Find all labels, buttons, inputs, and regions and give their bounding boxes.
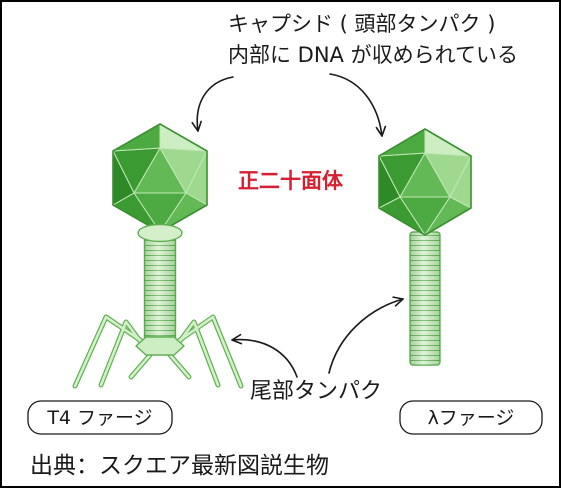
t4-tail-fiber: [73, 315, 145, 388]
lambda-tail-tube-shading: [410, 232, 440, 365]
capsid-label-title: キャプシド ( 頭部タンパク ): [228, 12, 495, 36]
capsid-arrow-right: [329, 73, 387, 137]
t4-tail-fiber: [172, 320, 220, 387]
icosahedron-label: 正二十面体: [238, 169, 344, 193]
t4-tail-fibers: [72, 314, 244, 389]
lambda-phage: [378, 128, 472, 366]
tail-arrow-left: [231, 333, 298, 378]
t4-baseplate: [135, 336, 185, 356]
t4-phage-label-text: T4 ファージ: [46, 407, 152, 429]
t4-phage: [72, 123, 244, 389]
tail-arrow-right: [328, 296, 404, 374]
lambda-head: [378, 128, 472, 236]
t4-head: [112, 123, 208, 233]
lambda-phage-label: λファージ: [399, 400, 543, 435]
t4-phage-label-box: [27, 400, 173, 435]
source-credit: 出典：スクエア最新図説生物: [30, 453, 329, 479]
t4-tail-fiber: [129, 353, 152, 379]
capsid-label-detail: 内部に DNA が収められている: [228, 43, 518, 67]
tail-protein-label: 尾部タンパク: [250, 379, 382, 404]
t4-phage-label: T4 ファージ: [27, 400, 173, 435]
capsid-arrow-left: [191, 76, 234, 132]
t4-tail-fiber: [175, 315, 243, 388]
lambda-phage-label-text: λファージ: [428, 407, 515, 429]
t4-tail-fiber: [168, 353, 191, 379]
lambda-phage-label-box: [399, 400, 543, 435]
t4-tail-fiber: [99, 320, 148, 387]
t4-collar: [137, 223, 183, 243]
t4-tail-sheath-shading: [144, 238, 176, 337]
lambda-head-outline: [378, 128, 472, 236]
